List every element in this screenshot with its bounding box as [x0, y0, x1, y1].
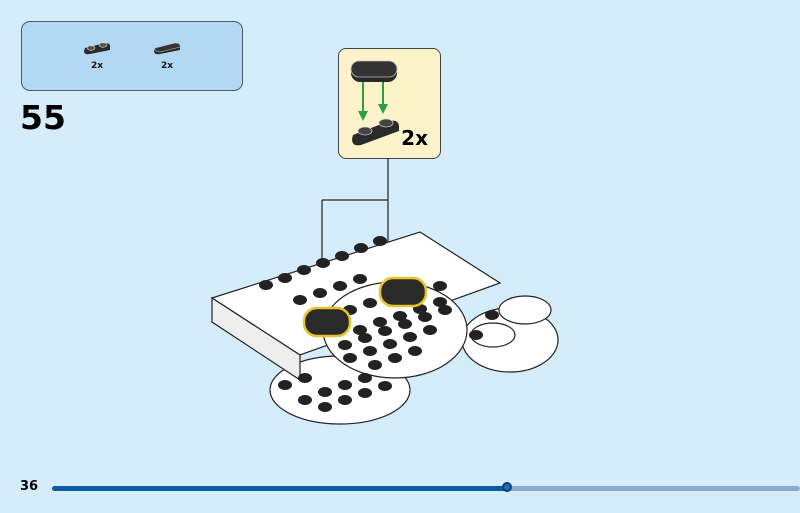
stud	[259, 280, 273, 290]
stud	[373, 236, 387, 246]
stud	[318, 387, 332, 397]
step-number: 55	[20, 98, 66, 137]
stud	[358, 388, 372, 398]
stud	[354, 243, 368, 253]
page-number: 36	[20, 479, 39, 494]
stud	[338, 380, 352, 390]
page-progress-bar[interactable]	[52, 482, 800, 492]
stud	[293, 295, 307, 305]
stud	[298, 395, 312, 405]
stud	[353, 325, 367, 335]
stud	[383, 339, 397, 349]
stud	[363, 346, 377, 356]
stud	[278, 273, 292, 283]
stud	[353, 274, 367, 284]
parts-item-plate: 2x	[77, 40, 117, 71]
stud	[433, 297, 447, 307]
rounded-plate-two-studs-icon	[84, 42, 111, 55]
rounded-tile-icon	[154, 42, 181, 55]
parts-list-panel: 2x 2x	[21, 21, 243, 91]
stud	[335, 251, 349, 261]
stud	[378, 326, 392, 336]
parts-item-tile: 2x	[147, 40, 187, 71]
stud	[338, 340, 352, 350]
stud	[316, 258, 330, 268]
stud	[485, 310, 499, 320]
sub-assembly-callout: 2x	[338, 48, 441, 159]
stud	[378, 381, 392, 391]
parts-item-quantity: 2x	[160, 61, 174, 71]
stud	[438, 305, 452, 315]
stud	[393, 311, 407, 321]
stud	[358, 333, 372, 343]
stud	[338, 395, 352, 405]
stud	[408, 346, 422, 356]
stud	[423, 325, 437, 335]
stud	[343, 353, 357, 363]
stud	[318, 402, 332, 412]
stud	[297, 265, 311, 275]
stud	[418, 312, 432, 322]
page-progress-fill	[52, 486, 509, 491]
stud	[278, 380, 292, 390]
callout-quantity: 2x	[401, 126, 428, 150]
stud	[433, 281, 447, 291]
sub-assembly-illustration	[350, 60, 399, 146]
stud	[388, 353, 402, 363]
stud	[398, 319, 412, 329]
stud	[469, 330, 483, 340]
stud	[363, 298, 377, 308]
stud	[368, 360, 382, 370]
parts-item-quantity: 2x	[90, 61, 104, 71]
stud	[358, 373, 372, 383]
stud	[313, 288, 327, 298]
stud	[298, 373, 312, 383]
stud	[373, 317, 387, 327]
page-progress-handle[interactable]	[502, 482, 513, 492]
stud	[333, 281, 347, 291]
stud	[403, 332, 417, 342]
